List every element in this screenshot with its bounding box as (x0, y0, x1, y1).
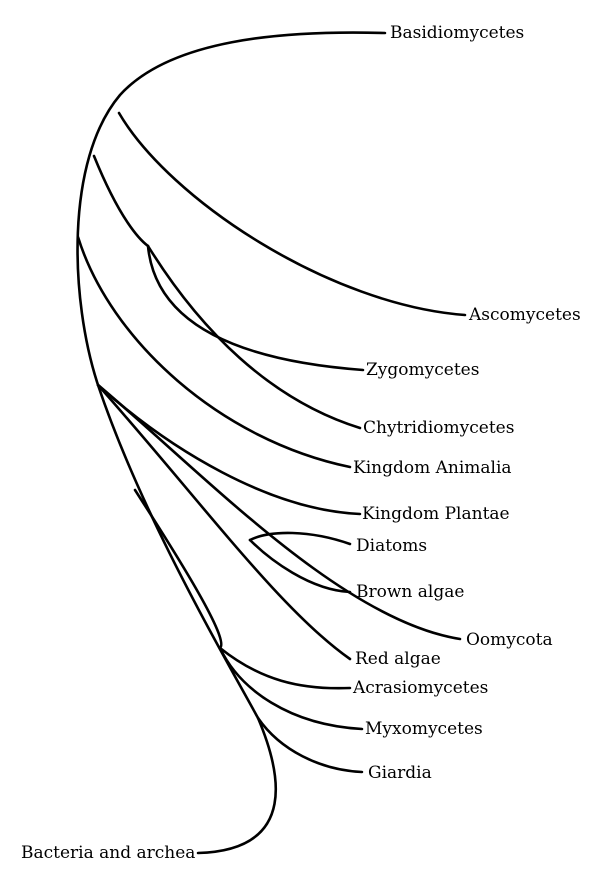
label-diatoms: Diatoms (356, 536, 427, 556)
branch-myxomycetes (218, 646, 364, 731)
branch-red-algae (96, 383, 352, 661)
branch-acrasiomycetes (133, 488, 352, 690)
branch-chytridiomycetes (146, 244, 362, 430)
branch-oomycota (96, 383, 462, 641)
branch-ascomycetes (117, 111, 467, 317)
branch-zygo-chytrid-stem (92, 154, 150, 248)
branch-brown-algae (248, 538, 352, 594)
trunk-branch (76, 31, 387, 855)
label-oomycota: Oomycota (466, 630, 553, 650)
branch-kingdom-animalia (76, 235, 352, 469)
label-ascomycetes: Ascomycetes (468, 305, 581, 325)
label-brown-algae: Brown algae (356, 582, 464, 602)
label-kingdom-plantae: Kingdom Plantae (362, 504, 510, 524)
label-chytridiomycetes: Chytridiomycetes (363, 418, 514, 438)
label-acrasiomycetes: Acrasiomycetes (352, 678, 488, 698)
branch-giardia (256, 716, 364, 774)
branch-zygomycetes (146, 244, 365, 372)
label-red-algae: Red algae (355, 649, 441, 669)
label-zygomycetes: Zygomycetes (366, 360, 479, 380)
label-kingdom-animalia: Kingdom Animalia (353, 458, 512, 478)
label-giardia: Giardia (368, 763, 432, 783)
branch-diatoms (248, 531, 352, 546)
label-basidiomycetes: Basidiomycetes (390, 23, 524, 43)
label-root: Bacteria and archea (21, 843, 195, 863)
label-myxomycetes: Myxomycetes (365, 719, 483, 739)
